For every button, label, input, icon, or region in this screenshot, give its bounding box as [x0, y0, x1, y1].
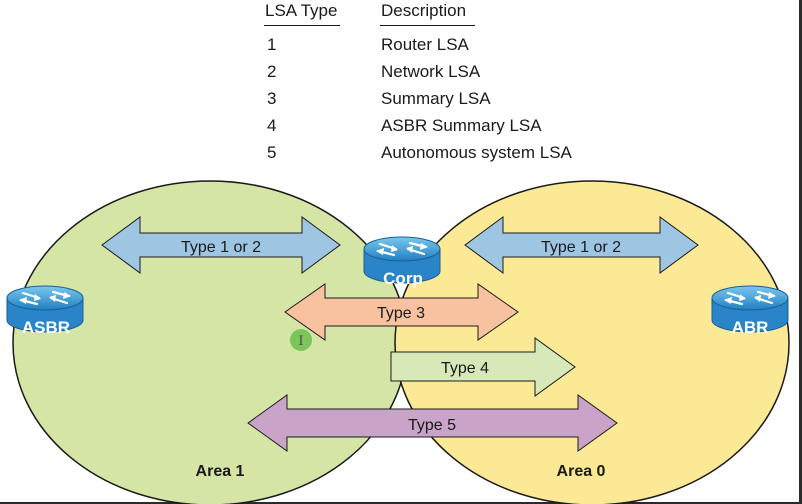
type-5-label: Type 5	[408, 417, 456, 434]
area-0-label: Area 0	[557, 463, 606, 480]
type-3-label: Type 3	[377, 305, 425, 322]
row-type: 3	[267, 89, 277, 108]
row-type: 5	[267, 143, 277, 162]
area-1-label: Area 1	[196, 463, 245, 480]
header-underline	[264, 25, 340, 26]
type-1-or-2-label: Type 1 or 2	[541, 239, 621, 256]
cursor-highlight	[290, 329, 312, 351]
type-4-arrow	[390, 337, 576, 397]
corp-router-label: Corp	[383, 269, 423, 288]
asbr-router-label: ASBR	[22, 318, 70, 337]
type-3-arrow	[284, 283, 519, 341]
row-description: ASBR Summary LSA	[381, 116, 542, 135]
text-cursor-icon: I	[298, 334, 303, 349]
row-description: Autonomous system LSA	[381, 143, 572, 162]
type-1-or-2-arrow-left	[101, 216, 341, 274]
table-header-description: Description	[381, 1, 467, 20]
type-5-arrow	[247, 394, 618, 452]
row-type: 1	[267, 35, 277, 54]
type-1-or-2-label: Type 1 or 2	[181, 239, 261, 256]
row-description: Router LSA	[381, 35, 469, 54]
header-underline	[380, 25, 475, 26]
table-header-lsa-type: LSA Type	[265, 1, 338, 20]
type-1-or-2-arrow-right	[464, 216, 699, 274]
type-4-label: Type 4	[441, 360, 489, 377]
abr-router-label: ABR	[732, 318, 769, 337]
row-type: 4	[267, 116, 277, 135]
row-description: Summary LSA	[381, 89, 491, 108]
row-type: 2	[267, 62, 277, 81]
area-1-region	[12, 180, 408, 504]
row-description: Network LSA	[381, 62, 481, 81]
area-0-region	[394, 180, 790, 504]
